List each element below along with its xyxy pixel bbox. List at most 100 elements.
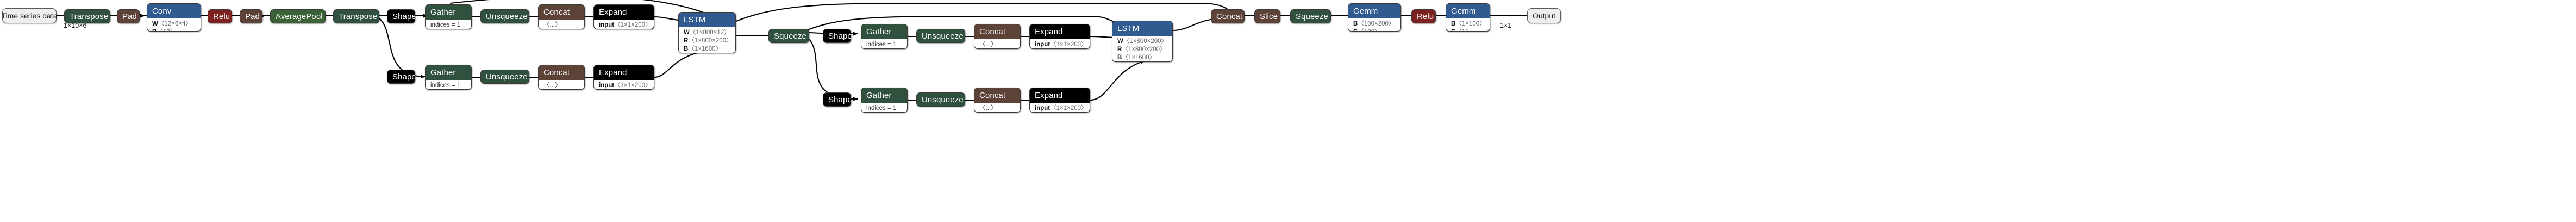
- op-node-relu2[interactable]: Relu: [1411, 9, 1436, 23]
- op-node-title: Pad: [117, 10, 139, 23]
- op-node-unsq_a1[interactable]: Unsqueeze: [480, 9, 529, 23]
- op-node-gather_a2[interactable]: Gather indices = 1: [425, 65, 472, 90]
- op-node-title: Unsqueeze: [481, 10, 529, 23]
- op-node-title: Concat: [539, 5, 584, 20]
- op-node-unsq_b1[interactable]: Unsqueeze: [916, 29, 965, 43]
- op-node-attribute-row: B〈100×200〉: [1353, 21, 1395, 27]
- op-node-title: LSTM: [1112, 21, 1172, 36]
- op-node-attributes: B〈1×100〉C〈1〉: [1446, 18, 1490, 31]
- graph-input-label: Time series data: [1, 11, 58, 20]
- op-node-expand_a1[interactable]: Expand input〈1×1×200〉: [593, 4, 654, 29]
- op-node-attributes: indices = 1: [861, 103, 907, 112]
- op-node-concat_a2[interactable]: Concat〈...〉: [538, 65, 585, 90]
- op-node-shape_b1[interactable]: Shape: [823, 29, 851, 43]
- op-node-title: Relu: [1412, 10, 1435, 23]
- op-node-title: Squeeze: [769, 29, 809, 42]
- op-node-pad2[interactable]: Pad: [240, 9, 262, 23]
- op-node-title: Expand: [594, 65, 654, 80]
- op-node-title: Concat: [974, 24, 1020, 39]
- op-node-attribute-row: B〈1×1600〉: [684, 46, 722, 52]
- op-node-attributes: indices = 1: [861, 39, 907, 48]
- op-node-concat_out[interactable]: Concat: [1211, 9, 1245, 23]
- op-node-attribute-row: W〈12×6×4〉: [152, 21, 192, 27]
- op-node-title: Unsqueeze: [481, 70, 529, 83]
- op-node-attribute-row: 〈...〉: [543, 82, 561, 89]
- op-node-attribute-row: input〈1×1×200〉: [599, 82, 652, 89]
- op-node-attribute-row: B〈1×100〉: [1451, 21, 1486, 27]
- op-node-attribute-row: input〈1×1×200〉: [599, 22, 652, 28]
- op-node-concat_b2[interactable]: Concat 〈...〉: [974, 88, 1021, 113]
- op-node-attribute-row: B〈12〉: [152, 28, 196, 31]
- op-node-unsq_a2[interactable]: Unsqueeze: [480, 70, 529, 84]
- op-node-attribute-row: C〈100〉: [1353, 28, 1396, 31]
- op-node-attribute-row: 〈...〉: [979, 105, 997, 112]
- op-node-lstm1[interactable]: LSTM W〈1×800×12〉 R〈1×800×200〉 B〈1×1600〉: [678, 12, 736, 53]
- op-node-expand_b1[interactable]: Expand input〈1×1×200〉: [1029, 24, 1090, 49]
- op-node-attributes: 〈...〉: [539, 20, 584, 29]
- op-node-concat_b1[interactable]: Concat 〈...〉: [974, 24, 1021, 49]
- op-node-title: Gather: [861, 24, 907, 39]
- op-node-attributes: B〈100×200〉C〈100〉: [1348, 18, 1400, 31]
- op-node-attribute-row: indices = 1: [430, 82, 461, 89]
- op-node-title: Gather: [426, 5, 471, 20]
- op-node-attributes: input〈1×1×200〉: [1030, 39, 1090, 48]
- op-node-attributes: 〈...〉: [539, 80, 584, 89]
- op-node-avgpool[interactable]: AveragePool: [270, 9, 326, 23]
- op-node-squeeze2[interactable]: Squeeze: [1290, 9, 1331, 23]
- op-node-title: LSTM: [679, 13, 735, 27]
- op-node-squeeze1[interactable]: Squeeze: [768, 29, 809, 43]
- op-node-attribute-row: W〈1×800×12〉: [684, 29, 730, 36]
- op-node-attribute-row: input〈1×1×200〉: [1035, 41, 1087, 48]
- op-node-title: Conv: [147, 4, 201, 18]
- op-node-attribute-row: input〈1×1×200〉: [1035, 105, 1087, 112]
- op-node-title: Concat: [974, 88, 1020, 103]
- op-node-title: Expand: [1030, 24, 1090, 39]
- op-node-transpose2[interactable]: Transpose: [333, 9, 379, 23]
- op-node-shape_a1[interactable]: Shape: [387, 9, 415, 23]
- op-node-title: Pad: [240, 10, 262, 23]
- op-node-attribute-row: 〈...〉: [979, 41, 997, 48]
- op-node-title: Gather: [861, 88, 907, 103]
- op-node-title: Expand: [1030, 88, 1090, 103]
- op-node-title: Shape: [823, 93, 851, 106]
- op-node-shape_a2[interactable]: Shape: [387, 70, 415, 84]
- op-node-title: AveragePool: [271, 10, 325, 23]
- op-node-title: Gather: [426, 65, 471, 80]
- op-node-attributes: indices = 1: [426, 80, 471, 89]
- graph-input-node[interactable]: Time series data: [2, 8, 57, 23]
- op-node-gather_a1[interactable]: Gather indices = 1: [425, 4, 472, 29]
- op-node-relu1[interactable]: Relu: [208, 9, 232, 23]
- op-node-title: Expand: [594, 5, 654, 20]
- op-node-attribute-row: indices = 1: [866, 105, 897, 112]
- op-node-attributes: 〈...〉: [974, 39, 1020, 48]
- op-node-attribute-row: R〈1×800×200〉: [684, 38, 733, 44]
- op-node-title: Concat: [1211, 10, 1244, 23]
- op-node-attributes: W〈1×800×12〉 R〈1×800×200〉 B〈1×1600〉: [679, 27, 735, 53]
- op-node-title: Shape: [823, 29, 851, 42]
- op-node-title: Unsqueeze: [917, 93, 965, 106]
- op-node-shape_b2[interactable]: Shape: [823, 92, 851, 107]
- op-node-pad1[interactable]: Pad: [117, 9, 140, 23]
- op-node-title: Gemm: [1446, 4, 1490, 18]
- op-node-title: Transpose: [334, 10, 379, 23]
- op-node-expand_b2[interactable]: Expand input〈1×1×200〉: [1029, 88, 1090, 113]
- op-node-title: Slice: [1255, 10, 1280, 23]
- op-node-attributes: W〈12×6×4〉B〈12〉: [147, 18, 201, 31]
- op-node-unsq_b2[interactable]: Unsqueeze: [916, 92, 965, 107]
- op-node-attribute-row: indices = 1: [866, 41, 897, 48]
- op-node-expand_a2[interactable]: Expand input〈1×1×200〉: [593, 65, 654, 90]
- op-node-slice[interactable]: Slice: [1254, 9, 1280, 23]
- op-node-transpose1[interactable]: Transpose: [64, 9, 110, 23]
- op-node-attribute-row: indices = 1: [430, 22, 461, 28]
- op-node-gather_b2[interactable]: Gather indices = 1: [861, 88, 908, 113]
- op-node-gather_b1[interactable]: Gather indices = 1: [861, 24, 908, 49]
- op-node-concat_a1[interactable]: Concat〈...〉: [538, 4, 585, 29]
- op-node-attributes: input〈1×1×200〉: [1030, 103, 1090, 112]
- graph-output-node[interactable]: Output: [1527, 8, 1561, 23]
